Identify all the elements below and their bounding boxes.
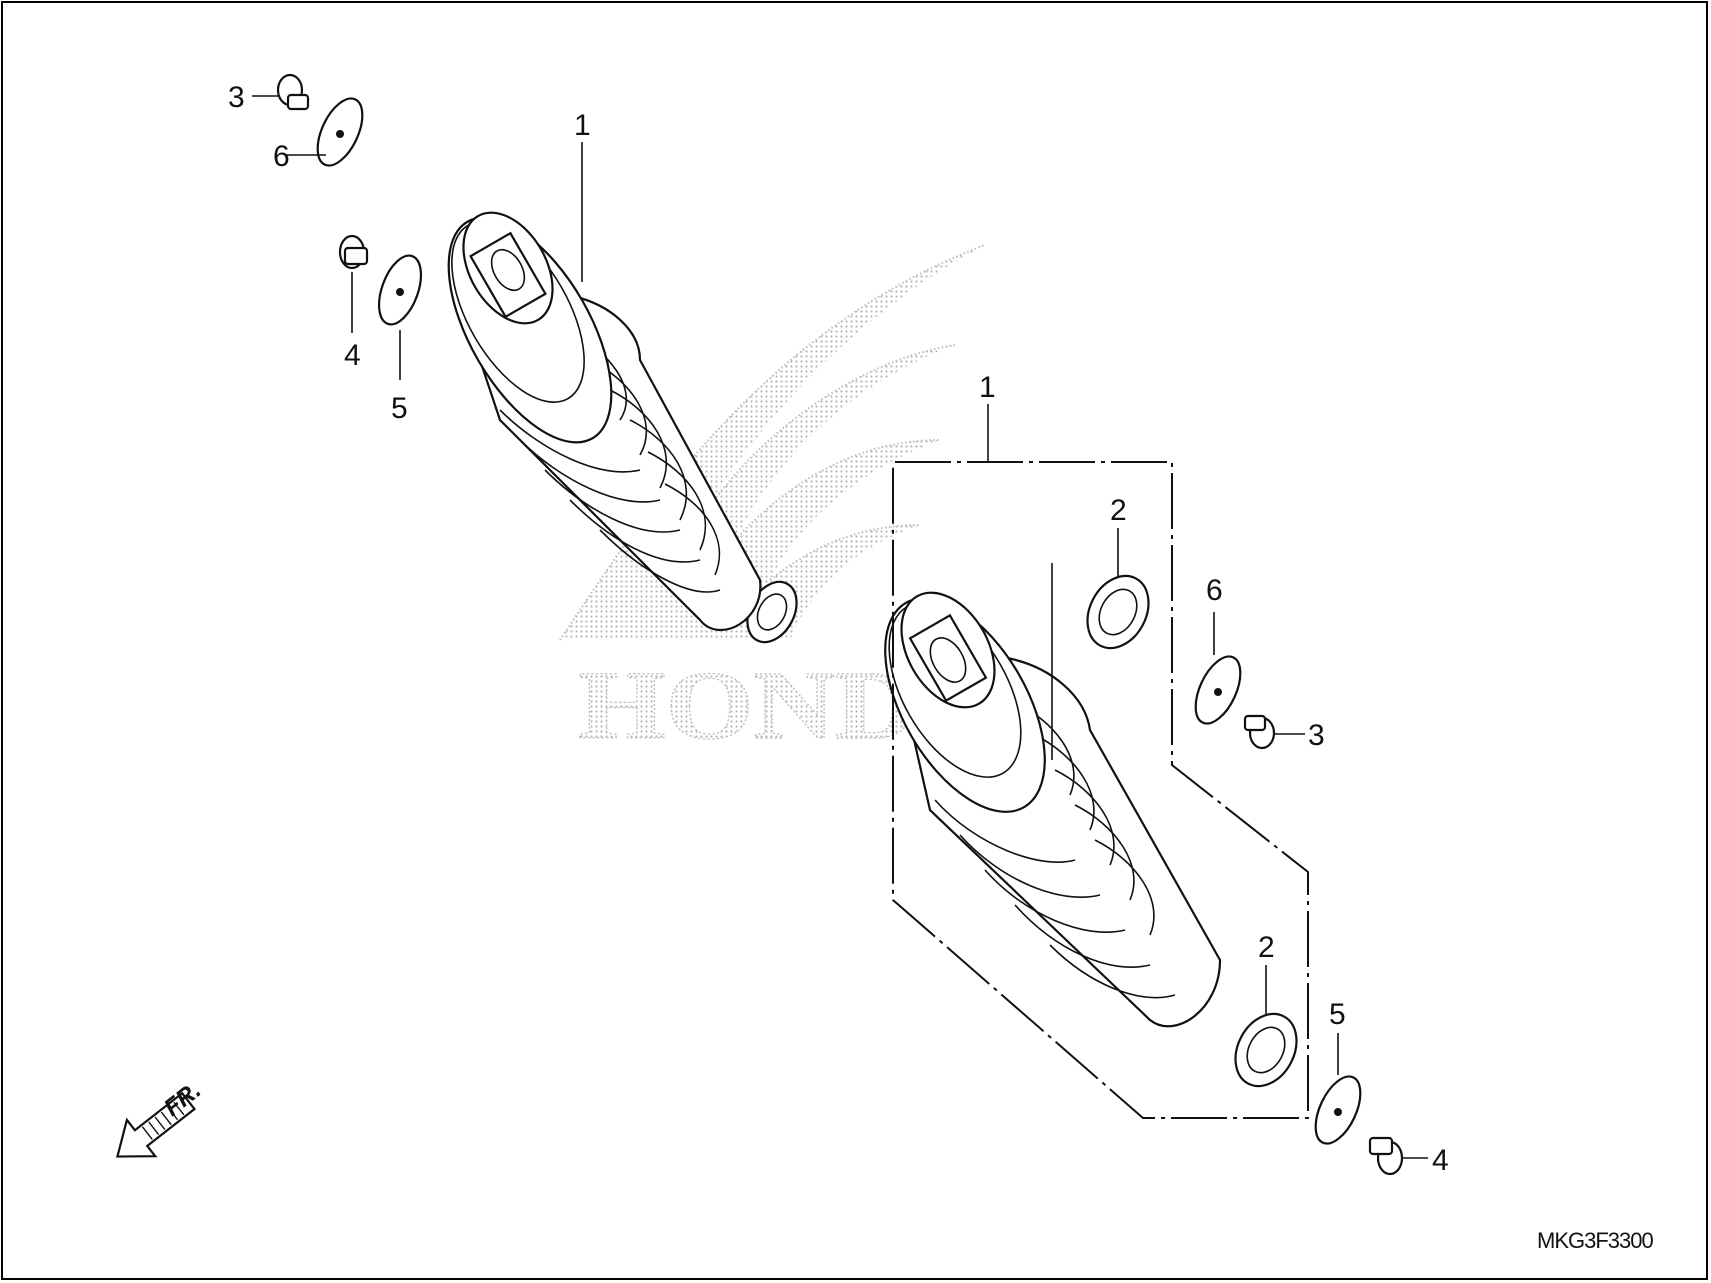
bolt-4-right [1368, 1136, 1404, 1176]
upper-bush [1086, 574, 1150, 650]
washer-5-right [1314, 1075, 1362, 1145]
washer-5-left [377, 254, 423, 326]
callout-1-left: 1 [574, 109, 591, 142]
callout-3-right: 3 [1308, 719, 1325, 752]
callout-3-left: 3 [228, 81, 245, 114]
drawing-code: MKG3F3300 [1537, 1228, 1653, 1253]
callout-5-left: 5 [391, 392, 408, 425]
lower-bush [1234, 1012, 1298, 1088]
right-shock-absorber [884, 591, 1222, 1028]
callout-6-right: 6 [1206, 574, 1223, 607]
washer-6-right [1194, 655, 1242, 725]
bolt-3-left [276, 73, 310, 111]
callout-6-left: 6 [273, 140, 290, 173]
left-shock-absorber [447, 211, 798, 644]
bolt-4-left [338, 234, 369, 270]
assembly-bracket [892, 461, 1309, 1119]
callout-4-right: 4 [1432, 1144, 1449, 1177]
callout-1-right: 1 [979, 371, 996, 404]
callout-4-left: 4 [344, 339, 361, 372]
callout-2-upper: 2 [1110, 494, 1127, 527]
front-arrow-icon [115, 1091, 197, 1158]
callout-5-right: 5 [1329, 998, 1346, 1031]
washer-6-left [316, 97, 364, 167]
bolt-3-right [1243, 714, 1276, 750]
callout-2-lower: 2 [1258, 931, 1275, 964]
leader-lines [252, 95, 1428, 1159]
